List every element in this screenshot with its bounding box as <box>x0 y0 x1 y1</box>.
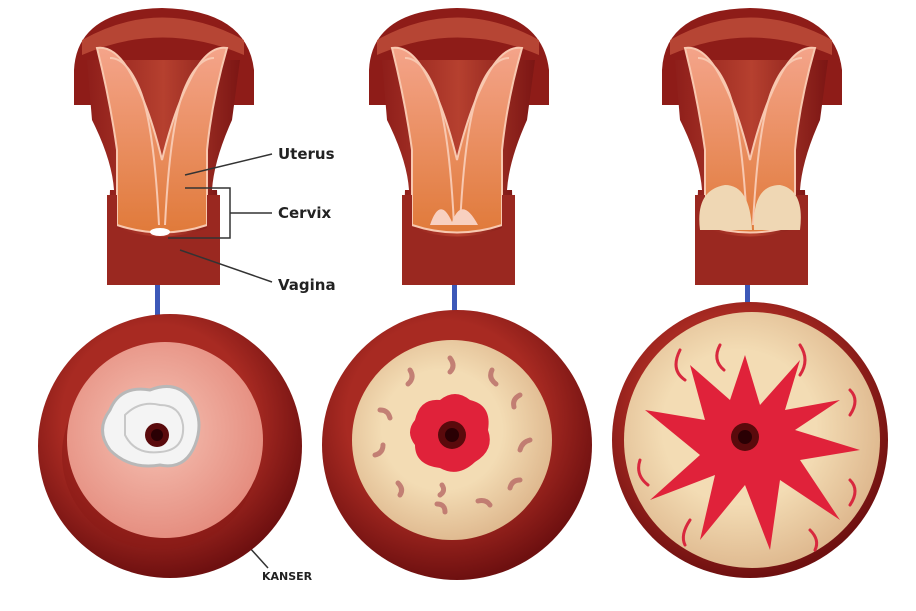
label-vagina: Vagina <box>278 276 336 294</box>
lesion-cervix-stage-2 <box>430 209 478 225</box>
cervix-view-stage-2 <box>322 310 592 580</box>
label-cancer: KANSER <box>262 570 313 583</box>
uterus-illustration-stage-1 <box>73 7 255 286</box>
lesion-cervix-stage-3 <box>699 185 801 230</box>
uterus-illustration-stage-2 <box>368 7 550 286</box>
cervix-view-stage-1 <box>38 314 302 578</box>
label-uterus: Uterus <box>278 145 335 163</box>
cancer-lesion <box>645 355 860 550</box>
label-cervix: Cervix <box>278 204 331 222</box>
lesion-small-stage-1 <box>150 228 170 236</box>
uterus-illustration-stage-3 <box>661 7 843 286</box>
cervix-view-stage-3 <box>612 302 888 578</box>
